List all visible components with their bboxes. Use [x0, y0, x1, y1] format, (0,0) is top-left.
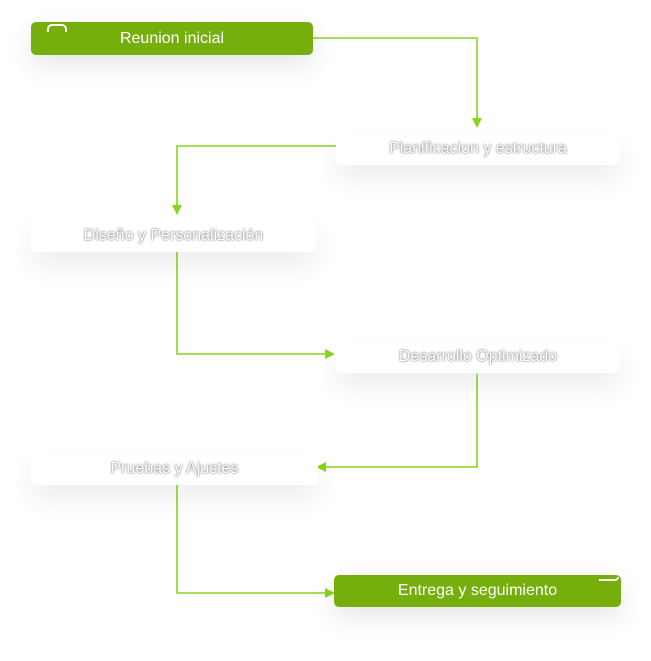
step-label: Entrega y seguimiento [397, 582, 558, 599]
step-desarrollo-optimizado: Desarrollo Optimizado [336, 340, 620, 373]
corner-bracket-icon [599, 577, 619, 581]
connector-3-to-4 [176, 250, 335, 359]
connector-4-to-5 [316, 374, 478, 472]
step-label: Pruebas y Ajustes [110, 459, 239, 477]
step-pruebas-y-ajustes: Pruebas y Ajustes [31, 452, 318, 485]
step-planificacion-y-estructura: Planificacion y estructura [336, 132, 620, 165]
step-reunion-inicial: Reunion inicial [31, 22, 313, 55]
step-label: Diseño y Personalización [83, 226, 264, 244]
connector-2-to-3 [172, 145, 336, 215]
connector-5-to-6 [176, 484, 335, 598]
step-label: Reunion inicial [119, 29, 225, 47]
step-entrega-y-seguimiento: Entrega y seguimiento [334, 575, 621, 607]
corner-bracket-icon [47, 24, 67, 32]
step-diseno-y-personalizacion: Diseño y Personalización [31, 219, 316, 252]
connector-1-to-2 [313, 37, 482, 128]
step-label: Planificacion y estructura [389, 139, 567, 157]
step-label: Desarrollo Optimizado [398, 347, 558, 365]
